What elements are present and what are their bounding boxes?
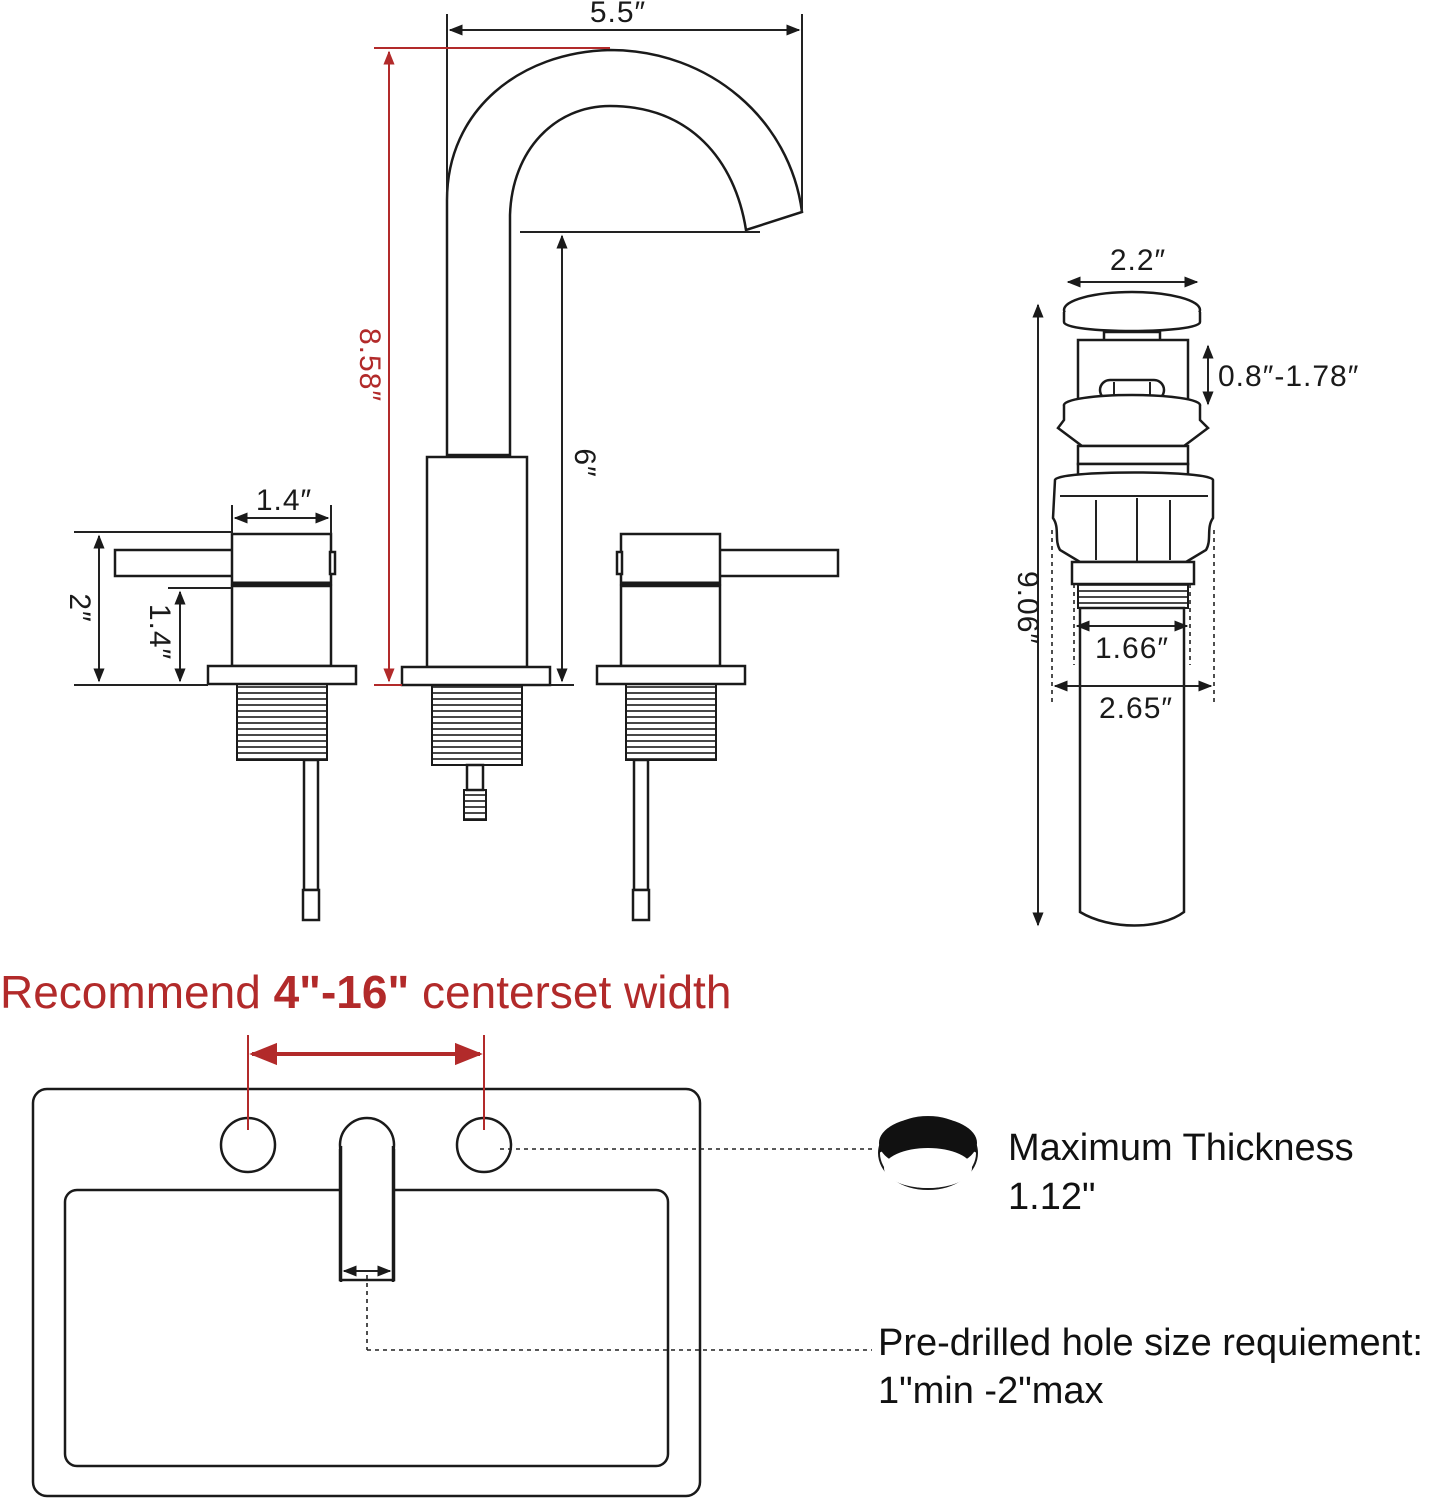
handle-height-dimension: 2″ [63,531,232,686]
left-handle [113,532,358,922]
drain-length-dimension: 9.06″ [1011,303,1044,927]
handle-width-label: 1.4″ [256,484,312,517]
hole-size-dimension [342,1265,872,1351]
spout-clearance-dimension: 6″ [550,234,601,686]
spout-width-label: 5.5″ [590,0,646,29]
centerset-headline: Recommend 4"-16" centerset width [0,966,731,1018]
handle-base-height-dimension: 1.4″ [143,587,232,683]
drain-thread-diameter-label: 1.66″ [1095,632,1169,665]
thickness-callout: Maximum Thickness 1.12" [500,1116,1354,1218]
total-height-label: 8.58″ [353,328,386,402]
drain-flange-diameter-label: 2.65″ [1099,692,1173,725]
hole-size-label: Pre-drilled hole size requiement: [878,1322,1423,1364]
spout-clearance-label: 6″ [568,448,601,477]
drain-top-diameter-label: 2.2″ [1110,244,1166,277]
total-height-dimension: 8.58″ [353,47,610,686]
hole-size-value: 1"min -2"max [878,1370,1103,1412]
drain-top-diameter-dimension: 2.2″ [1066,244,1199,288]
max-thickness-label: Maximum Thickness [1008,1127,1354,1169]
spout-width-dimension: 5.5″ [446,0,803,212]
centerset-suffix: centerset width [409,966,731,1018]
pop-up-drain [1051,290,1215,927]
drain-stroke-dimension: 0.8″-1.78″ [1202,344,1359,406]
centerset-width-dimension [247,1035,485,1130]
faucet-spout [445,48,804,457]
centerset-prefix: Recommend [0,966,274,1018]
drain-flange-diameter-dimension: 2.65″ [1051,530,1215,725]
handle-width-dimension: 1.4″ [231,484,332,534]
centerset-range: 4"-16" [274,966,410,1018]
max-thickness-value: 1.12" [1008,1176,1095,1218]
faucet-spout-base [400,455,552,821]
drain-stroke-label: 0.8″-1.78″ [1218,360,1359,393]
hole-size-note: Pre-drilled hole size requiement: 1"min … [878,1322,1423,1412]
drain-thread-diameter-dimension: 1.66″ [1073,584,1191,665]
right-handle [595,532,840,922]
handle-height-label: 2″ [63,593,96,622]
handle-base-height-label: 1.4″ [143,604,176,660]
drain-length-label: 9.06″ [1011,571,1044,645]
